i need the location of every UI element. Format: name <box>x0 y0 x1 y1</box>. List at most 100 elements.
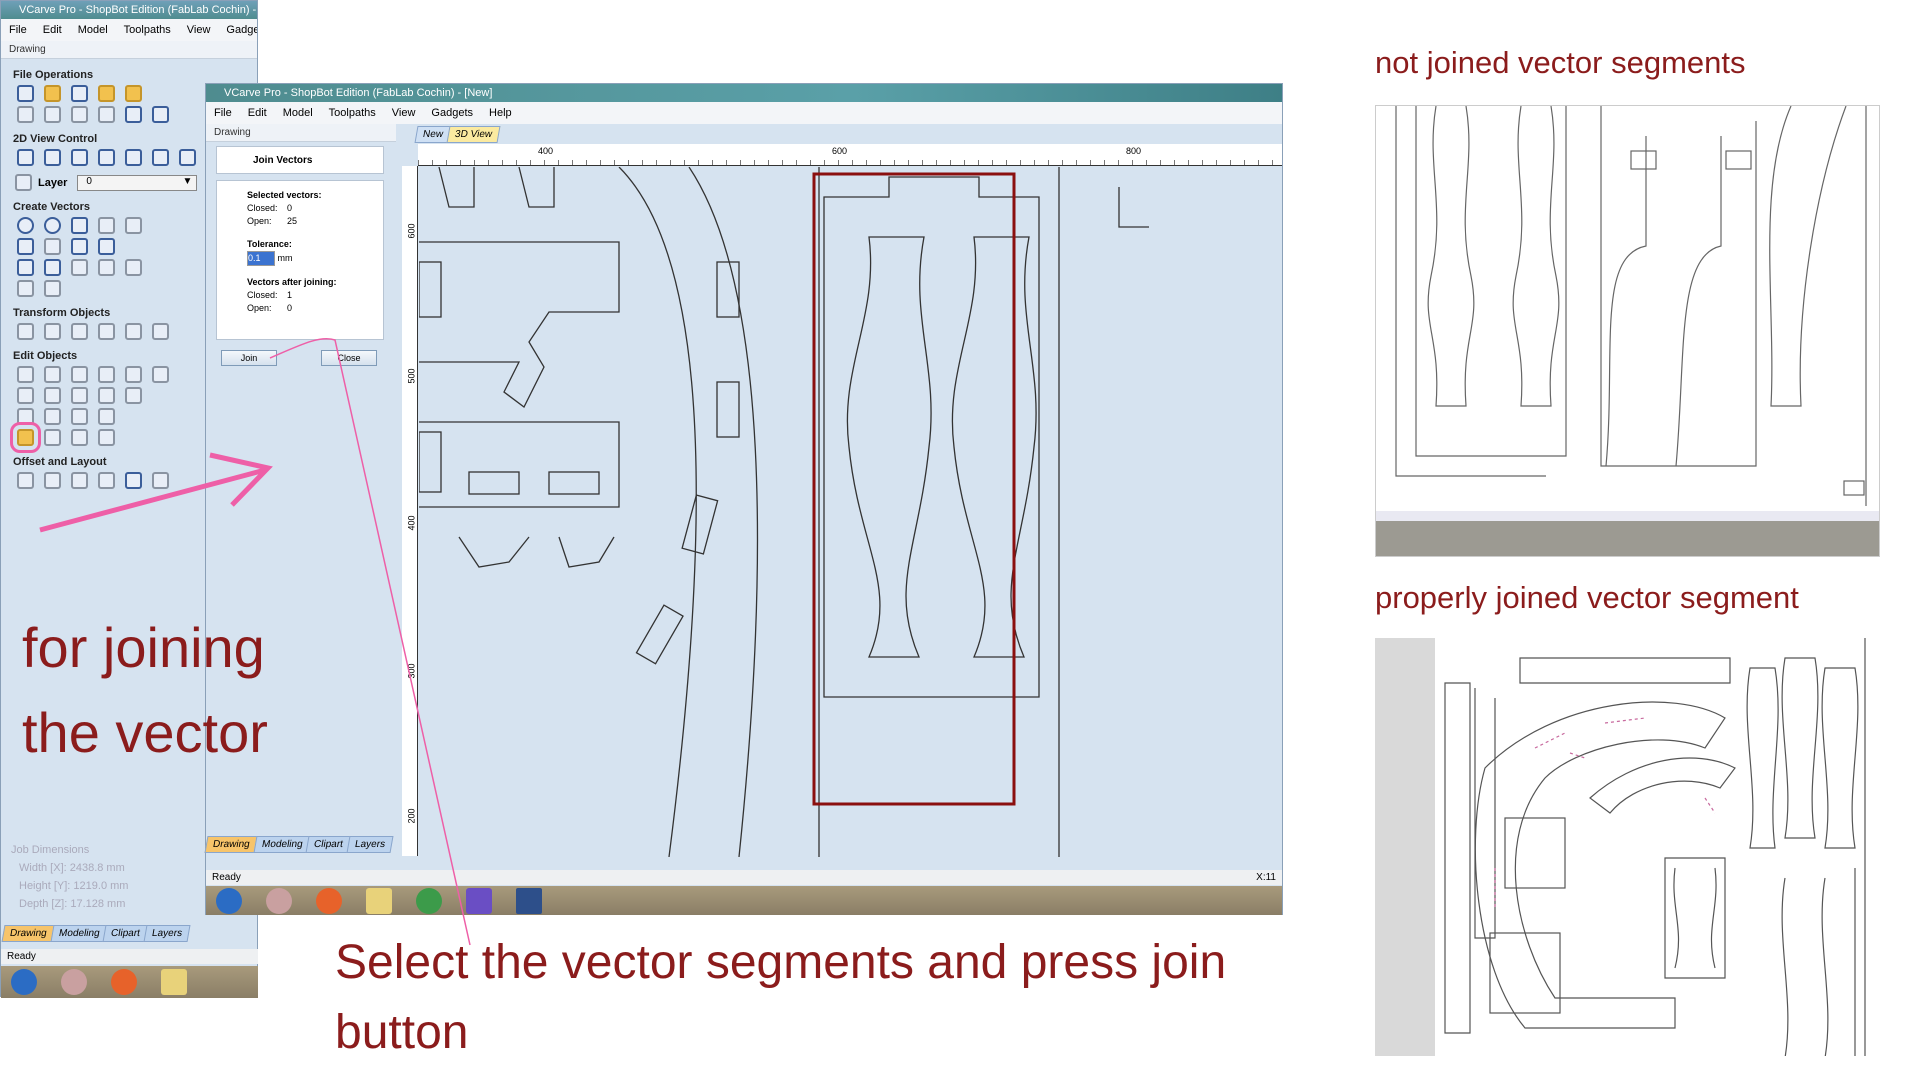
array-icon[interactable] <box>44 472 61 489</box>
folder-icon[interactable] <box>98 85 115 102</box>
menu-view[interactable]: View <box>186 24 211 36</box>
circle-icon[interactable] <box>17 217 34 234</box>
interactive-select-icon[interactable] <box>71 366 88 383</box>
weld-icon[interactable] <box>17 387 34 404</box>
join-vectors-icon[interactable] <box>10 422 41 453</box>
pan-icon[interactable] <box>17 149 34 166</box>
align-icon[interactable] <box>44 323 61 340</box>
text-box-icon[interactable] <box>44 259 61 276</box>
mirror-icon[interactable] <box>98 323 115 340</box>
layer-icon <box>15 174 32 191</box>
save-icon[interactable] <box>71 85 88 102</box>
start-icon[interactable] <box>216 887 242 914</box>
smooth-icon[interactable] <box>71 408 88 425</box>
scale-icon[interactable] <box>125 323 142 340</box>
circular-array-icon[interactable] <box>71 472 88 489</box>
layer-select[interactable]: 0▼ <box>77 174 198 191</box>
redo-icon[interactable] <box>152 106 169 123</box>
move-icon[interactable] <box>17 323 34 340</box>
text-arc-icon[interactable] <box>98 259 115 276</box>
view-icon[interactable] <box>125 149 142 166</box>
zoom-icon[interactable] <box>44 149 61 166</box>
scissors-icon[interactable] <box>125 387 142 404</box>
ungroup-icon[interactable] <box>125 366 142 383</box>
menu-edit[interactable]: Edit <box>247 107 267 119</box>
chrome-icon[interactable] <box>416 887 442 914</box>
group-icon[interactable] <box>98 366 115 383</box>
node-icon[interactable] <box>17 280 34 297</box>
grid-icon[interactable] <box>125 472 142 489</box>
menu-gadgets[interactable]: Gadget <box>226 24 257 36</box>
menu-toolpaths[interactable]: Toolpaths <box>328 107 376 119</box>
firefox-icon[interactable] <box>316 887 342 914</box>
text-icon[interactable] <box>17 259 34 276</box>
open-folder-icon[interactable] <box>44 85 61 102</box>
firefox-icon[interactable] <box>111 969 137 995</box>
nest-icon[interactable] <box>98 472 115 489</box>
section-offset: Offset and Layout <box>13 456 107 468</box>
curve-icon[interactable] <box>71 238 88 255</box>
view3-icon[interactable] <box>179 149 196 166</box>
ruler-label: 400 <box>538 146 554 156</box>
cut-icon[interactable] <box>44 106 61 123</box>
close-vector-icon[interactable] <box>98 408 115 425</box>
offset-icon[interactable] <box>17 472 34 489</box>
extend-vector-icon[interactable] <box>71 429 88 446</box>
folder-icon[interactable] <box>366 887 392 914</box>
menu-model[interactable]: Model <box>282 107 313 119</box>
join-button[interactable]: Join <box>221 350 277 366</box>
menu-help[interactable]: Help <box>489 107 512 119</box>
polyline-icon[interactable] <box>17 238 34 255</box>
chamfer-icon[interactable] <box>17 408 34 425</box>
menu-edit[interactable]: Edit <box>42 24 62 36</box>
layer-value: 0 <box>86 175 92 187</box>
trim-vector-icon[interactable] <box>98 429 115 446</box>
ellipse-icon[interactable] <box>44 217 61 234</box>
menu-file[interactable]: File <box>9 24 27 36</box>
view2-icon[interactable] <box>152 149 169 166</box>
fillet-icon[interactable] <box>98 387 115 404</box>
tool-icon[interactable] <box>266 887 292 914</box>
copy-icon[interactable] <box>71 106 88 123</box>
spiral-icon[interactable] <box>98 238 115 255</box>
menu-gadgets[interactable]: Gadgets <box>431 107 474 119</box>
menu-model[interactable]: Model <box>77 24 108 36</box>
rotate-icon[interactable] <box>71 323 88 340</box>
menu-bar: File Edit Model Toolpaths View Gadgets Help <box>206 102 1282 124</box>
tool-icon[interactable] <box>61 969 87 995</box>
paste-icon[interactable] <box>98 106 115 123</box>
intersect-icon[interactable] <box>71 387 88 404</box>
vcarve-icon[interactable] <box>516 887 542 914</box>
new-file-icon[interactable] <box>17 85 34 102</box>
menu-view[interactable]: View <box>391 107 416 119</box>
tolerance-input[interactable]: 0.1 <box>247 251 275 266</box>
node-edit-icon[interactable] <box>44 366 61 383</box>
close-button[interactable]: Close <box>321 350 377 366</box>
dimension-icon[interactable] <box>71 259 88 276</box>
star-icon[interactable] <box>125 217 142 234</box>
menu-file[interactable]: File <box>214 107 232 119</box>
rectangle-icon[interactable] <box>71 217 88 234</box>
undo-icon[interactable] <box>125 106 142 123</box>
folder-icon[interactable] <box>161 969 187 995</box>
distort-icon[interactable] <box>152 323 169 340</box>
subtract-icon[interactable] <box>44 387 61 404</box>
import-icon[interactable] <box>125 85 142 102</box>
app-icon[interactable] <box>466 887 492 914</box>
start-icon[interactable] <box>11 969 37 995</box>
zoom-fit-icon[interactable] <box>71 149 88 166</box>
joined-screenshot <box>1375 638 1875 1056</box>
layout-icon[interactable] <box>152 472 169 489</box>
polygon-icon[interactable] <box>98 217 115 234</box>
text-path-icon[interactable] <box>125 259 142 276</box>
trim-icon[interactable] <box>152 366 169 383</box>
drawing-canvas[interactable] <box>419 167 1283 857</box>
zoom-box-icon[interactable] <box>98 149 115 166</box>
menu-toolpaths[interactable]: Toolpaths <box>123 24 171 36</box>
fit-icon[interactable] <box>17 106 34 123</box>
extend-icon[interactable] <box>44 408 61 425</box>
curve-fit-icon[interactable] <box>44 429 61 446</box>
select-icon[interactable] <box>17 366 34 383</box>
arc-icon[interactable] <box>44 238 61 255</box>
measure-icon[interactable] <box>44 280 61 297</box>
